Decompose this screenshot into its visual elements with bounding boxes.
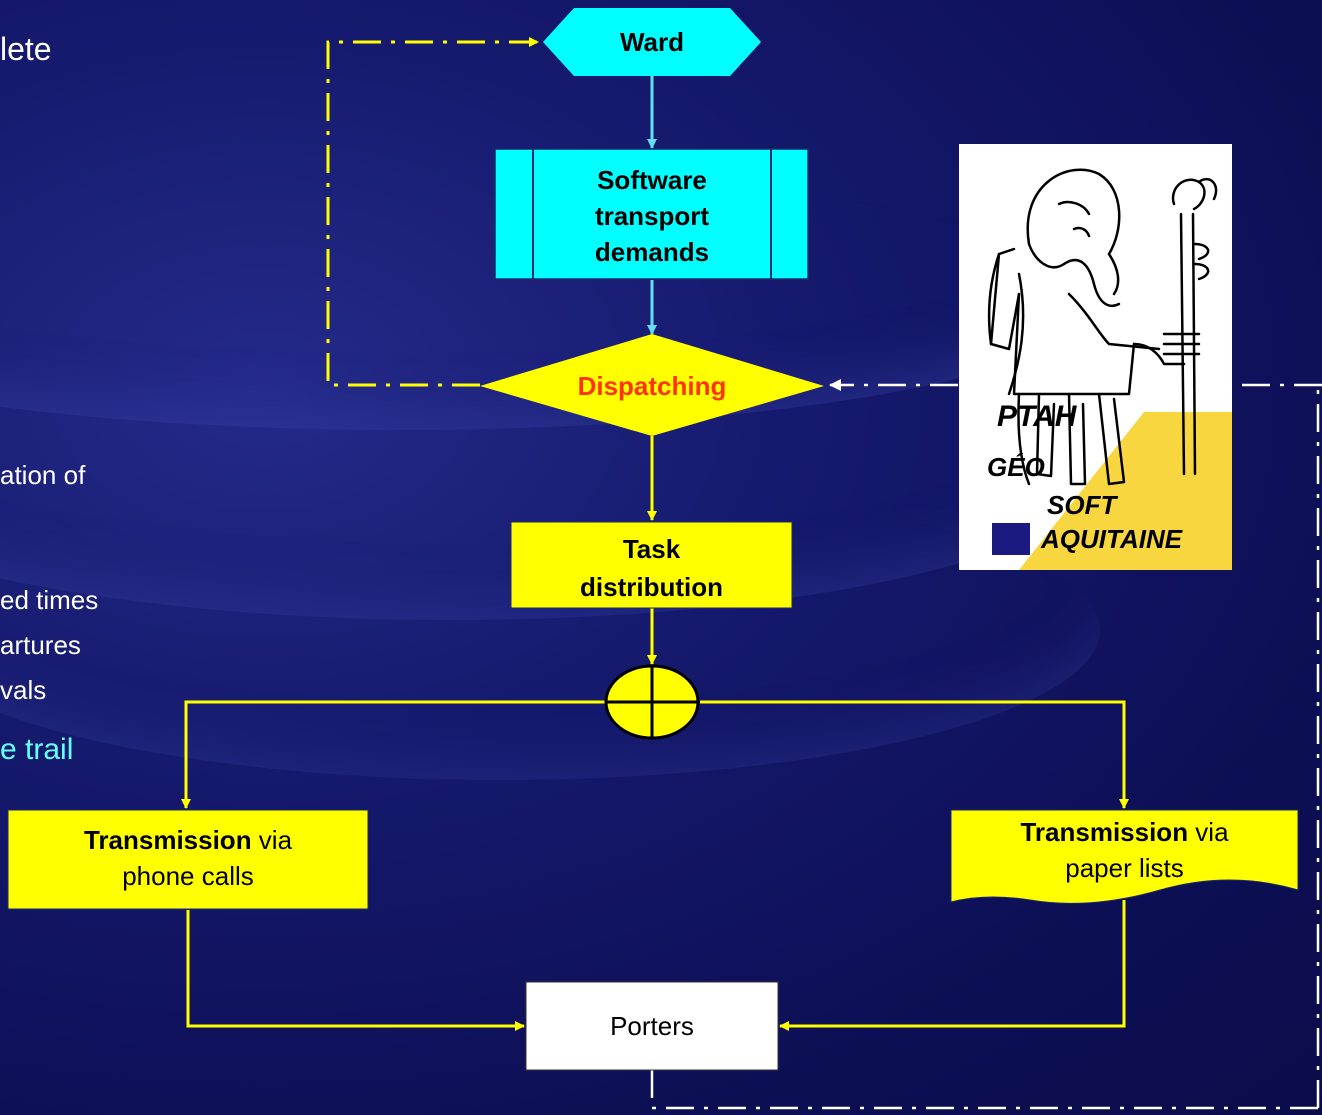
transmission-phone-line2: phone calls	[122, 861, 254, 891]
slide-text-line: ed times	[0, 585, 99, 615]
software-label-line: transport	[594, 201, 710, 231]
transmission-phone-node	[7, 809, 369, 910]
task-distribution-label: Task distribution	[511, 530, 792, 606]
connector-phone-porters	[186, 910, 525, 1031]
logo-ptah-text: PTAH	[997, 400, 1077, 433]
transmission-paper-label: Transmission via paper lists	[951, 814, 1298, 886]
connector-junction-phone	[181, 700, 606, 809]
transmission-phone-label: Transmission via phone calls	[8, 822, 368, 894]
task-distribution-node	[510, 521, 793, 609]
transmission-paper-line2: paper lists	[1065, 853, 1184, 883]
logo-geo-text: GÉO	[987, 452, 1045, 482]
connector-paper-porters	[779, 900, 1126, 1031]
transmission-paper-node	[950, 809, 1299, 904]
junction-node	[604, 664, 700, 740]
ward-label: Ward	[619, 27, 685, 57]
task-label-line: Task	[622, 534, 681, 564]
transmission-phone-via: via	[251, 825, 293, 855]
software-label-line: demands	[594, 237, 710, 267]
ptah-geosoft-logo: PTAH GÉO SOFT AQUITAINE	[959, 144, 1232, 570]
dispatching-node	[480, 334, 824, 436]
slide-text-line: e trail	[0, 733, 74, 766]
ward-node	[543, 8, 761, 76]
connector-junction-paper	[700, 700, 1129, 809]
software-label: Software transport demands	[533, 162, 771, 270]
logo-square	[992, 523, 1030, 555]
slide-text-line: ation of	[0, 460, 86, 490]
ptah-figure-drawing	[987, 168, 1232, 570]
porters-node	[525, 981, 779, 1071]
slide-text-line: lete	[0, 31, 52, 67]
slide-text-line: artures	[0, 630, 81, 660]
dispatching-label: Dispatching	[577, 371, 727, 401]
slide-text-line: vals	[0, 675, 47, 705]
logo-aquitaine-text: AQUITAINE	[1041, 524, 1183, 554]
transmission-paper-via: via	[1188, 817, 1229, 847]
logo-soft-text: SOFT	[1047, 490, 1117, 520]
transmission-paper-bold: Transmission	[1020, 817, 1189, 847]
task-label-line: distribution	[580, 572, 723, 602]
software-transport-demands-node	[494, 148, 809, 280]
software-label-line: Software	[597, 165, 707, 195]
transmission-phone-bold: Transmission	[83, 825, 252, 855]
feedback-loop-connector	[326, 37, 539, 387]
porters-label: Porters	[610, 1011, 694, 1041]
